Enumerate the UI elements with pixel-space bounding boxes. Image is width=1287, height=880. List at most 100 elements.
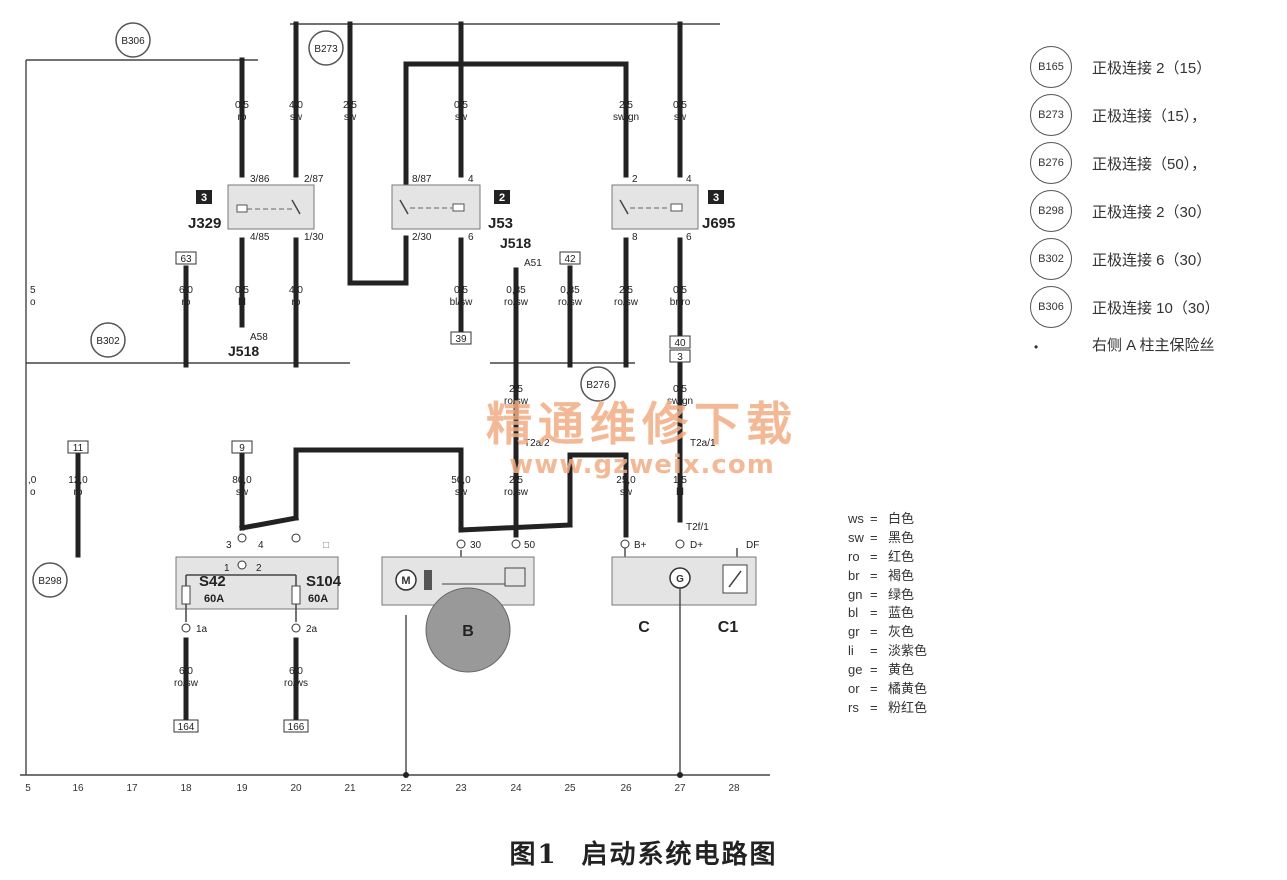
wire-242-size: 0,5 — [235, 100, 249, 111]
wire-461l-size: 50,0 — [451, 475, 471, 486]
pin-b-30: 30 — [470, 540, 482, 551]
wire-296-size: 4,0 — [289, 100, 303, 111]
pin-j329-30: 1/30 — [304, 232, 324, 243]
badge-J53: 2 — [499, 192, 505, 204]
legend-row: gn=绿色 — [848, 586, 978, 605]
label-S42: S42 — [199, 573, 226, 590]
box-ref-42: 42 — [564, 254, 576, 265]
wire-242-color: ro — [238, 112, 247, 123]
wire-186-color: ro — [182, 297, 191, 308]
ref-circle-B298: B298 — [1030, 190, 1072, 232]
ref-B298: B298 — [38, 576, 62, 587]
wire-626-size: 2,5 — [619, 100, 633, 111]
wire-626-color: sw/gn — [613, 112, 639, 123]
wire-626m-size: 2,5 — [619, 285, 633, 296]
ref-circle-B302: B302 — [1030, 238, 1072, 280]
pin-s-2: 2 — [256, 563, 262, 574]
label-J518-upper: J518 — [500, 235, 531, 251]
figure-caption: 图1 启动系统电路图 — [0, 832, 1287, 872]
pin-s-1: 1 — [224, 563, 230, 574]
pin-a51: A51 — [524, 258, 542, 269]
wire-461-size: 0,5 — [454, 100, 468, 111]
wire-516l2-size: 2,5 — [509, 475, 523, 486]
legend-equals: = — [870, 586, 878, 602]
box-ref-164: 164 — [178, 722, 195, 733]
edge-label-4: o — [30, 487, 36, 498]
wire-186b-size: 6,0 — [179, 666, 193, 677]
scale-17: 17 — [126, 783, 138, 794]
wire-626l-color: sw — [620, 487, 633, 498]
fuse-S42-value: 60A — [204, 593, 224, 605]
legend-abbr: gr — [848, 624, 860, 640]
legend-color-name: 褐色 — [888, 567, 915, 583]
ref-text-B273: 正极连接（15）， — [1092, 108, 1207, 125]
legend-equals: = — [870, 643, 878, 659]
legend-row: br=褐色 — [848, 567, 978, 586]
wire-461m-color: bl/sw — [450, 297, 474, 308]
ref-text-B302: 正极连接 6（30） — [1092, 252, 1212, 269]
scale-16: 16 — [72, 783, 84, 794]
component-labels: 3 J329 2 J53 3 J695 J518 J518 S42 60A S1… — [188, 190, 738, 640]
wire-461l-color: sw — [455, 487, 468, 498]
edge-label-2: o — [30, 297, 36, 308]
legend-abbr: sw — [848, 529, 864, 545]
wire-516l-color: ro/sw — [504, 396, 529, 407]
pin-b-50: 50 — [524, 540, 536, 551]
wire-labels-mid: 6,0 ro 0,5 bl 4,0 ro 0,5 bl/sw 0,35 ro/s… — [179, 285, 691, 308]
ref-row-B273: B273 正极连接（15）， — [1026, 94, 1287, 142]
legend-abbr: rs — [848, 699, 859, 715]
fuse-S104-value: 60A — [308, 593, 328, 605]
pin-j329-86: 3/86 — [250, 174, 270, 185]
ref-circle-B306: B306 — [1030, 286, 1072, 328]
relay-J53 — [391, 184, 481, 230]
wire-350-color: sw — [344, 112, 357, 123]
small-mark: □ — [323, 540, 329, 551]
scale-18: 18 — [180, 783, 192, 794]
ref-text-B298: 正极连接 2（30） — [1092, 204, 1212, 221]
ref-row-main-fuse: • 右侧 A 柱主保险丝 — [1026, 334, 1287, 382]
legend-color-name: 灰色 — [888, 624, 915, 640]
scale-20: 20 — [290, 783, 302, 794]
legend-abbr: or — [848, 681, 860, 697]
label-J329: J329 — [188, 215, 221, 232]
wire-461-color: sw — [455, 112, 468, 123]
box-ref-63: 63 — [180, 254, 192, 265]
legend-color-name: 白色 — [888, 511, 915, 526]
wire-516m-size: 0,35 — [506, 285, 526, 296]
pin-c-bplus: B+ — [634, 540, 647, 551]
legend-row: or=橘黄色 — [848, 680, 978, 699]
label-S104: S104 — [306, 573, 342, 590]
ref-text-main-fuse: 右侧 A 柱主保险丝 — [1092, 337, 1215, 354]
legend-row: li=淡紫色 — [848, 642, 978, 661]
wire-570m-size: 0,35 — [560, 285, 580, 296]
pin-j329-87: 2/87 — [304, 174, 324, 185]
label-J518-lower: J518 — [228, 343, 259, 359]
wire-461m-size: 0,5 — [454, 285, 468, 296]
legend-abbr: ge — [848, 662, 863, 678]
wire-296m-color: ro — [292, 297, 301, 308]
bus-refs: B306 B273 B302 B276 B298 — [32, 22, 616, 598]
figure-title: 启动系统电路图 — [581, 839, 778, 870]
wire-186-size: 6,0 — [179, 285, 193, 296]
pin-j695-6: 6 — [686, 232, 692, 243]
legend-row: sw=黑色 — [848, 529, 978, 548]
wire-680l2-size: 1,5 — [673, 475, 687, 486]
wire-186b-color: ro/sw — [174, 678, 199, 689]
ref-row-B276: B276 正极连接（50）， — [1026, 142, 1287, 190]
wire-516m-color: ro/sw — [504, 297, 529, 308]
svg-text:G: G — [676, 574, 684, 585]
wire-626l-size: 25,0 — [616, 475, 636, 486]
scale-26: 26 — [620, 783, 632, 794]
pin-j53-6: 6 — [468, 232, 474, 243]
thin-lines — [20, 23, 770, 776]
ref-text-B306: 正极连接 10（30） — [1092, 300, 1220, 317]
legend-color-name: 粉红色 — [888, 699, 928, 715]
label-C1: C1 — [718, 619, 739, 636]
alternator: G — [611, 539, 757, 775]
pin-j53-87: 8/87 — [412, 174, 432, 185]
badge-J329: 3 — [201, 192, 207, 204]
badge-J695: 3 — [713, 192, 719, 204]
legend-equals: = — [870, 699, 878, 715]
wire-296b-color: ro/ws — [284, 678, 308, 689]
